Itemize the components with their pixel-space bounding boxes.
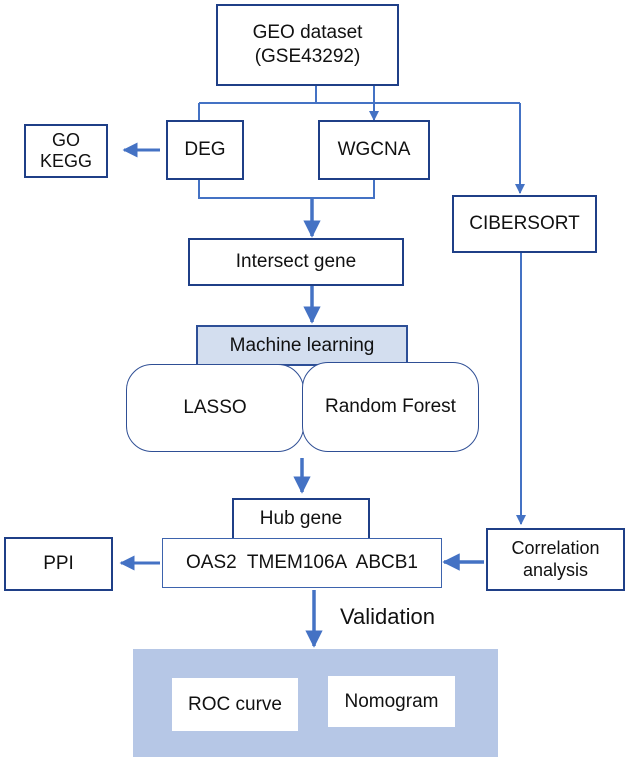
wgcna-box: WGCNA <box>318 120 430 180</box>
gene-list-box: OAS2 TMEM106A ABCB1 <box>162 538 442 588</box>
geo-split-connector <box>198 86 520 120</box>
lasso-box: LASSO <box>126 364 304 452</box>
go-label: GO <box>51 130 80 151</box>
geo-dataset-title: GEO dataset <box>252 22 363 44</box>
kegg-label: KEGG <box>39 151 92 171</box>
roc-curve-box: ROC curve <box>172 678 298 731</box>
go-kegg-box: GO KEGG <box>24 124 108 178</box>
geo-dataset-accession: (GSE43292) <box>254 46 361 67</box>
correlation-analysis-box: Correlation analysis <box>486 528 625 591</box>
machine-learning-header: Machine learning <box>196 325 408 366</box>
wgcna-label: WGCNA <box>337 139 411 161</box>
machine-learning-label: Machine learning <box>229 334 375 356</box>
roc-curve-label: ROC curve <box>188 693 282 715</box>
gene-list-label: OAS2 TMEM106A ABCB1 <box>186 552 418 574</box>
correlation-label: Correlation <box>511 537 600 558</box>
hub-gene-box: Hub gene <box>232 498 370 540</box>
cibersort-label: CIBERSORT <box>469 213 580 235</box>
deg-label: DEG <box>184 139 226 161</box>
intersect-gene-box: Intersect gene <box>188 238 404 286</box>
ppi-box: PPI <box>4 537 113 591</box>
random-forest-box: Random Forest <box>302 362 479 452</box>
random-forest-label: Random Forest <box>325 396 456 418</box>
geo-dataset-box: GEO dataset (GSE43292) <box>216 4 399 86</box>
nomogram-label: Nomogram <box>344 690 439 712</box>
nomogram-box: Nomogram <box>328 676 455 727</box>
intersect-gene-label: Intersect gene <box>235 251 357 273</box>
deg-wgcna-bracket <box>198 180 375 199</box>
deg-box: DEG <box>166 120 244 180</box>
cibersort-box: CIBERSORT <box>452 195 597 253</box>
lasso-label: LASSO <box>183 397 247 419</box>
analysis-label: analysis <box>522 559 589 580</box>
validation-label: Validation <box>340 604 435 629</box>
ppi-label: PPI <box>43 553 74 575</box>
hub-gene-label: Hub gene <box>259 508 343 530</box>
